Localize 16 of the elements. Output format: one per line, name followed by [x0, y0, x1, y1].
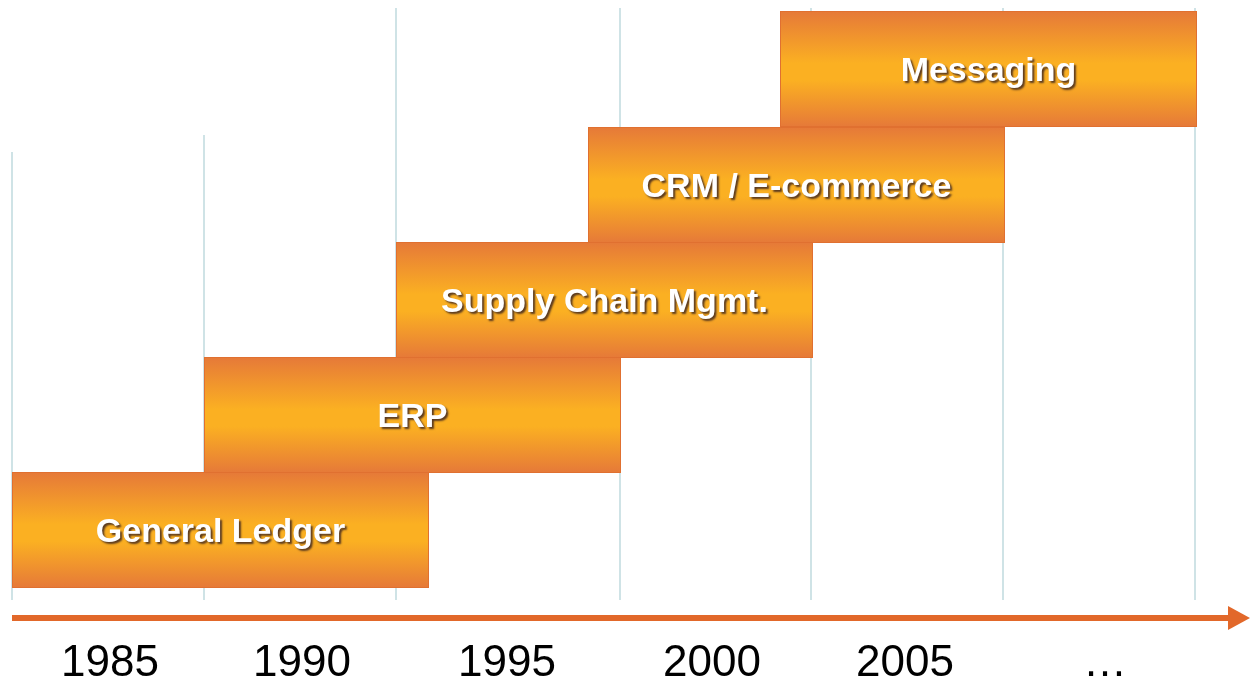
timeline-bar — [588, 127, 1005, 243]
timeline-bar — [12, 472, 429, 588]
year-label: … — [1082, 636, 1128, 681]
year-label: 1995 — [457, 636, 557, 681]
timeline-bar — [780, 11, 1197, 127]
bar-label: General Ledger — [95, 510, 346, 550]
bar-label: Supply Chain Mgmt. — [441, 280, 768, 320]
timeline-bar — [204, 357, 621, 473]
year-label: 1985 — [60, 636, 160, 681]
year-label: 2000 — [662, 636, 762, 681]
bar-label: CRM / E-commerce — [641, 165, 952, 205]
year-label: 2005 — [855, 636, 955, 681]
timeline-bar — [396, 242, 813, 358]
bar-label: ERP — [377, 395, 448, 435]
bar-label: Messaging — [900, 49, 1077, 89]
year-label: 1990 — [252, 636, 352, 681]
